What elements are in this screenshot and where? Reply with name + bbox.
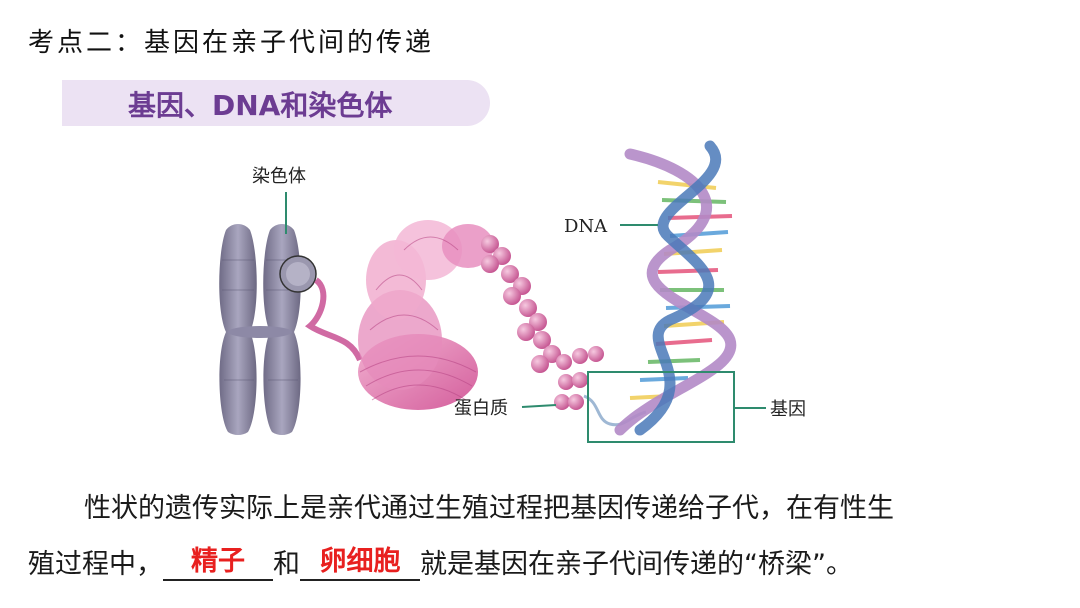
chromosome-shape xyxy=(219,224,301,435)
dna-chromosome-figure: 染色体 蛋白质 xyxy=(219,140,806,443)
answer-egg: 卵细胞 xyxy=(319,546,401,577)
slide-title: 考点二：基因在亲子代间的传递 xyxy=(28,28,435,58)
gene-label: 基因 xyxy=(770,399,806,420)
nucleosome-beads xyxy=(481,235,604,410)
answer-blank-1: 精子 xyxy=(163,546,273,581)
section-banner xyxy=(62,80,490,126)
paragraph-line-2-start: 殖过程中， xyxy=(28,549,163,580)
paragraph-line-2: 殖过程中， 精子和卵细胞就是基因在亲子代间传递的“桥梁”。 xyxy=(28,542,1060,581)
answer-sperm: 精子 xyxy=(191,546,245,577)
dna-label: DNA xyxy=(564,216,608,237)
paragraph-line-2-end: 就是基因在亲子代间传递的“桥梁”。 xyxy=(420,549,853,580)
chromatin-fiber xyxy=(304,277,363,362)
protein-label: 蛋白质 xyxy=(454,398,508,419)
chromatin-coil xyxy=(358,220,494,410)
dna-double-helix xyxy=(614,140,737,436)
answer-blank-2: 卵细胞 xyxy=(300,546,420,581)
chromosome-label: 染色体 xyxy=(252,166,306,187)
protein-pointer xyxy=(521,404,557,408)
connector-word: 和 xyxy=(273,549,300,580)
paragraph-line-1: 性状的遗传实际上是亲代通过生殖过程把基因传递给子代，在有性生 xyxy=(84,493,894,524)
section-banner-text: 基因、DNA和染色体 xyxy=(128,89,393,122)
